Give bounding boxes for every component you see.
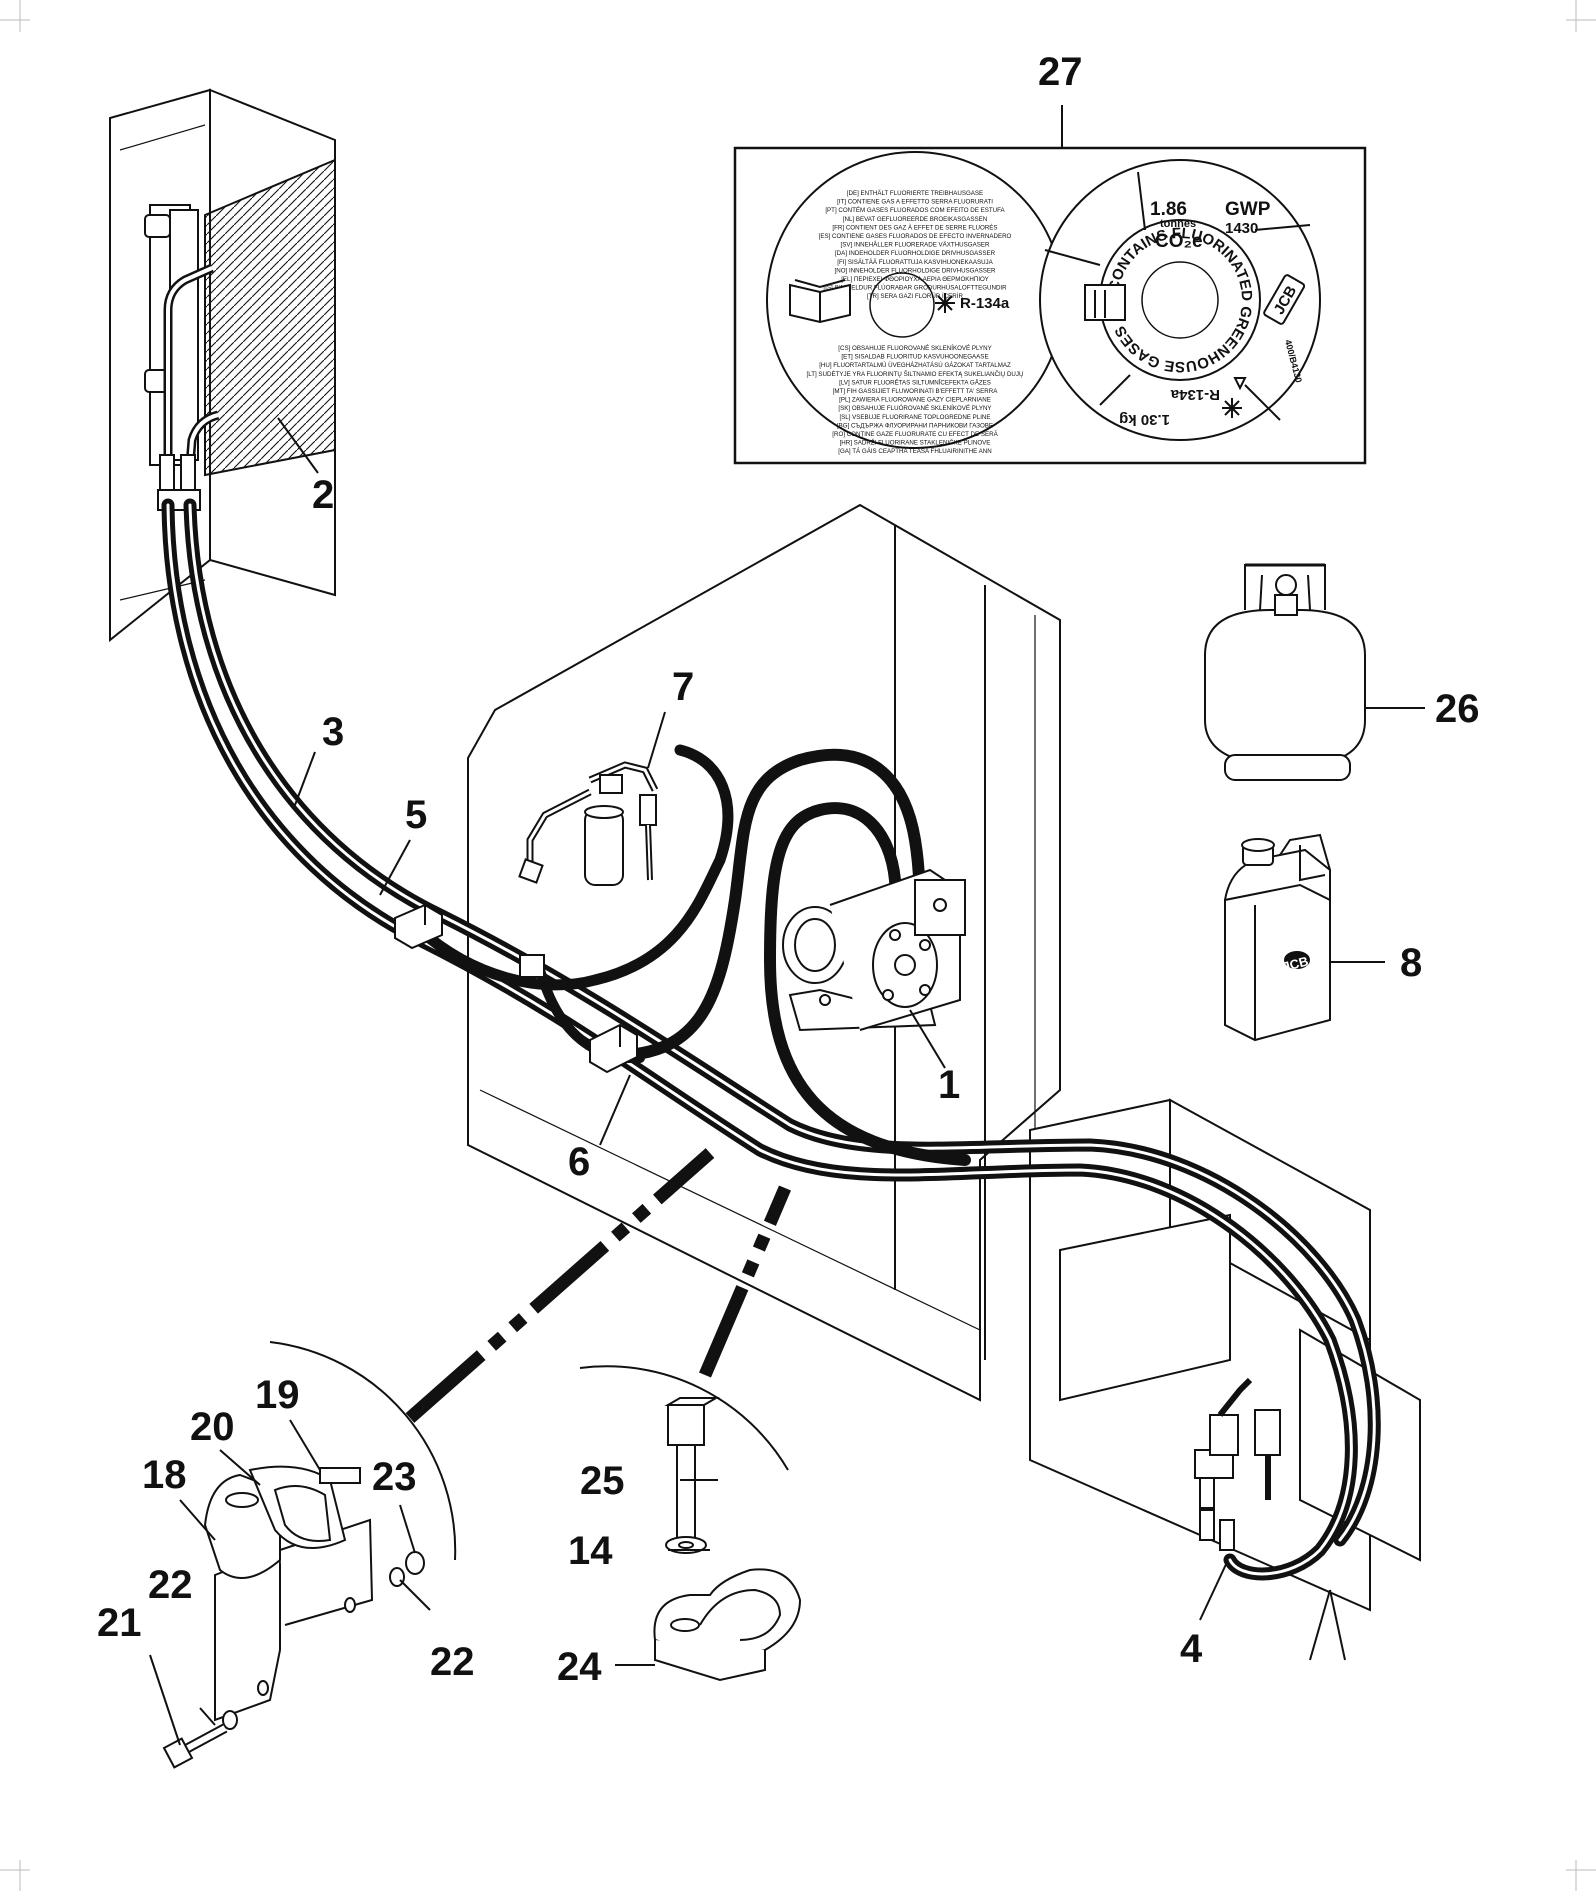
callout-26: 26 <box>1435 687 1480 731</box>
callout-18: 18 <box>142 1453 187 1497</box>
gwp-label: GWP <box>1225 199 1271 220</box>
hose-assemblies <box>161 498 1381 1581</box>
manual-book-icon <box>789 279 851 324</box>
decal-text-line: [IS] INNIHELDUR FLÚORAÐAR GRÓÐURHÚSALOFT… <box>823 285 1007 292</box>
decal-text-line: [SL] VSEBUJE FLUORIRANE TOPLOGREDNE PLIN… <box>839 414 990 421</box>
callout-19: 19 <box>255 1373 300 1417</box>
decal-text-line: [NL] BEVAT GEFLUOREERDE BROEIKASGASSEN <box>843 216 987 223</box>
decal-left-top-lines: [DE] ENTHÄLT FLUORIERTE TREIBHAUSGASE [IT… <box>819 190 1012 300</box>
compressor <box>782 868 966 1032</box>
detail-view-bracket-clamp <box>162 1148 715 1769</box>
jug-jcb-logo: JCB <box>1281 953 1310 974</box>
callout-27: 27 <box>1038 50 1083 94</box>
detail-view-p-clip <box>579 1185 802 1682</box>
decal-right-drop-icon <box>1233 377 1247 391</box>
expansion-valve <box>1194 1377 1281 1551</box>
callout-22a: 22 <box>148 1563 193 1607</box>
decal-text-line: [ES] CONTIENE GASES FLUORADOS DE EFECTO … <box>819 233 1012 240</box>
decal-text-line: [IT] CONTIENE GAS A EFFETTO SERRA FLUORU… <box>837 199 993 206</box>
hose-clamp-small <box>519 954 545 978</box>
co2-label: CO₂e <box>1155 231 1203 252</box>
decal-text-line: [FI] SISÄLTÄÄ FLUORATTUJA KASVIHUONEKAAS… <box>837 259 993 266</box>
decal-text-line: [BG] СЪДЪРЖА ФЛУОРИРАНИ ПАРНИКОВИ ГАЗОВЕ <box>837 422 993 429</box>
callout-21: 21 <box>97 1601 142 1645</box>
callout-8: 8 <box>1400 941 1422 985</box>
callout-24: 24 <box>557 1645 602 1689</box>
decal-left-refrigerant: R-134a <box>960 295 1010 312</box>
decal-text-line: [HR] SADRŽI FLUORIRANE STAKLENIČKE PLINO… <box>840 439 991 447</box>
decal-text-line: [HU] FLUORTARTALMÚ ÜVEGHÁZHATÁSÚ GÁZOKAT… <box>819 362 1011 369</box>
decal-text-line: [ET] SISALDAB FLUORITUD KASVUHOONEGAASE <box>841 354 988 361</box>
callout-25: 25 <box>580 1459 625 1503</box>
callout-2: 2 <box>312 473 334 517</box>
decal-text-line: [DA] INDEHOLDER FLUORHOLDIGE DRIVHUSGASS… <box>835 250 996 257</box>
receiver-drier <box>518 761 659 886</box>
callout-7: 7 <box>672 665 694 709</box>
callout-6: 6 <box>568 1140 590 1184</box>
decal-text-line: [LT] SUDĖTYJE YRA FLUORINTŲ ŠILTNAMIO EF… <box>807 371 1024 378</box>
leader-lines <box>149 417 1425 1746</box>
hose-clamp-5 <box>394 903 443 950</box>
callout-3: 3 <box>322 710 344 754</box>
decal-text-line: [SV] INNEHÅLLER FLUORERADE VÄXTHUSGASER <box>841 242 990 249</box>
decal-right-snowflake-icon <box>1222 398 1242 418</box>
gwp-value: 1430 <box>1225 220 1258 237</box>
co2-value: 1.86 <box>1150 199 1187 220</box>
decal-fluorinated-gas-languages: [DE] ENTHÄLT FLUORIERTE TREIBHAUSGASE [IT… <box>766 151 1064 455</box>
decal-right-refrigerant: R-134a <box>1170 386 1220 403</box>
callout-numbers: 27 2 3 5 7 1 6 4 26 8 25 14 24 19 20 18 … <box>97 50 1480 1689</box>
decal-text-line: [TR] SERA GAZI FLORÜR İÇERİR <box>867 293 963 300</box>
decal-right-jcb-logo: JCB <box>1263 274 1306 325</box>
decal-text-line: [GA] TÁ GÁIS CEAPTHA TEASA FHLUAIRINITHE… <box>838 448 991 455</box>
decal-text-line: [LV] SATUR FLUORĒTAS SILTUMNĪCEFEKTA GĀZ… <box>839 379 991 386</box>
condenser <box>109 88 336 643</box>
decal-right-book-icon <box>1084 284 1126 321</box>
compressor-oil-jug <box>1224 833 1331 1042</box>
callout-23: 23 <box>372 1455 417 1499</box>
hose-clamp-6 <box>589 1023 638 1074</box>
snowflake-icon <box>935 293 955 313</box>
decal-text-line: [PT] CONTÉM GASES FLUORADOS COM EFEITO D… <box>825 207 1005 214</box>
callout-1: 1 <box>938 1063 960 1107</box>
callout-22b: 22 <box>430 1640 475 1684</box>
decal-left-bottom-lines: [CS] OBSAHUJE FLUOROVANÉ SKLENÍKOVÉ PLYN… <box>807 345 1024 455</box>
callout-14: 14 <box>568 1529 613 1573</box>
decal-text-line: [CS] OBSAHUJE FLUOROVANÉ SKLENÍKOVÉ PLYN… <box>838 345 991 352</box>
decal-text-line: [RO] CONȚINE GAZE FLUORURATE CU EFECT DE… <box>832 431 998 438</box>
decal-text-line: [NO] INNEHOLDER FLUORHOLDIGE DRIVHUSGASS… <box>835 267 996 274</box>
decal-text-line: [PL] ZAWIERA FLUOROWANE GAZY CIEPLARNIAN… <box>839 397 991 404</box>
condenser-pipes <box>157 263 220 511</box>
refrigerant-cylinder <box>1204 563 1366 781</box>
decal-text-line: [EL] ΠΕΡΙΕΧΕΙ ΦΘΟΡΙΟΥΧΑ ΑΕΡΙΑ ΘΕΡΜΟΚΗΠΙΟ… <box>841 276 989 283</box>
decal-text-line: [FR] CONTIENT DES GAZ À EFFET DE SERRE F… <box>832 224 997 231</box>
callout-5: 5 <box>405 793 427 837</box>
svg-text:JCB: JCB <box>1281 953 1310 974</box>
decal-greenhouse-gas-charge: 1.86 tonnes CO₂e GWP 1430 CONTAINS FLUOR… <box>1039 159 1321 441</box>
cab-panel <box>467 503 1061 1402</box>
callout-4: 4 <box>1180 1627 1203 1671</box>
decal-text-line: [SK] OBSAHUJE FLUÓROVANÉ SKLENÍKOVÉ PLYN… <box>838 405 991 412</box>
decal-text-line: [DE] ENTHÄLT FLUORIERTE TREIBHAUSGASE <box>847 190 983 197</box>
co2-unit: tonnes <box>1160 218 1196 230</box>
decal-right-charge: 1.30 kg <box>1119 411 1170 428</box>
callout-20: 20 <box>190 1405 235 1449</box>
decal-text-line: [MT] FIH GASSIJIET FLUWORINATI B'EFFETT … <box>833 388 999 395</box>
